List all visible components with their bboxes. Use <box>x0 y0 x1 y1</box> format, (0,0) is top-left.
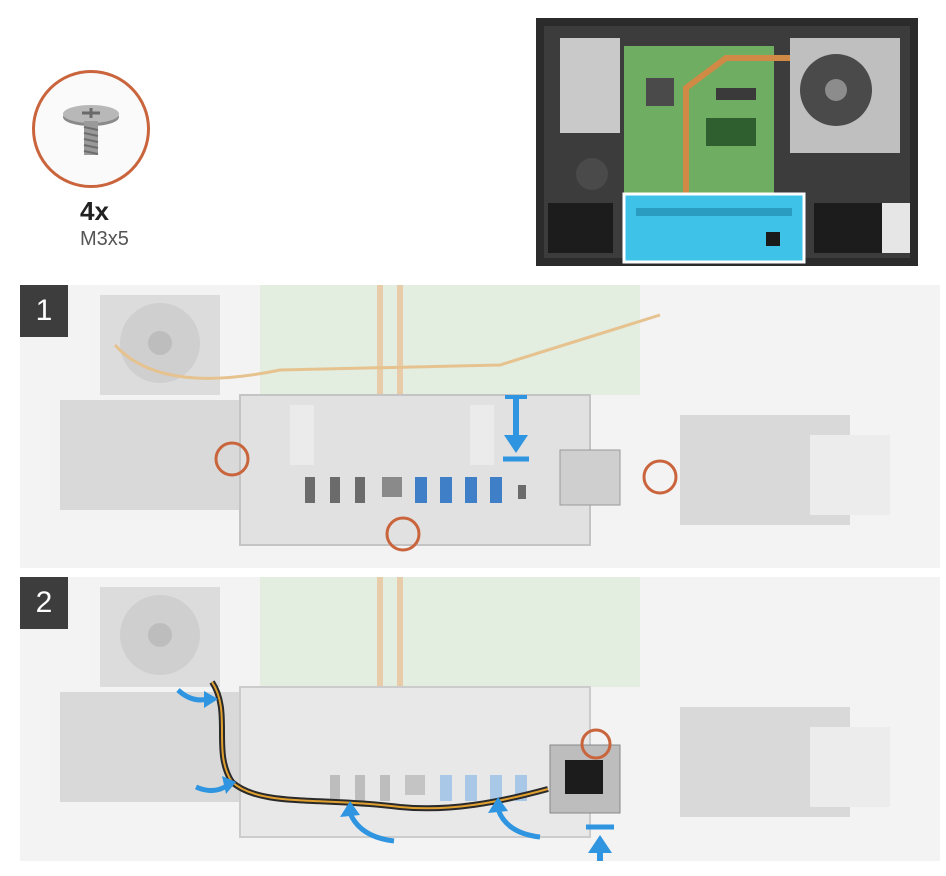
step-number-badge: 2 <box>20 577 68 629</box>
step-2-panel: 2 <box>20 577 940 861</box>
motherboard <box>260 577 640 687</box>
arrow-up-icon <box>586 824 614 861</box>
curved-arrow-icon <box>340 801 395 844</box>
screw-icon <box>63 105 119 155</box>
screw-location-circle <box>642 459 678 495</box>
screw-size: M3x5 <box>80 228 129 250</box>
step-number-badge: 1 <box>20 285 68 337</box>
power-port-icon <box>549 744 621 814</box>
screw-count: 4x <box>80 196 109 226</box>
curved-arrow-icon <box>194 776 236 794</box>
screw-location-circle <box>385 516 421 552</box>
screw-callout-circle <box>32 70 150 188</box>
curved-arrow-icon <box>488 797 541 840</box>
screw-location-circle <box>214 441 250 477</box>
screw-callout: 4x M3x5 <box>30 68 160 250</box>
io-bracket-highlight <box>622 192 806 264</box>
arrow-down-icon <box>503 395 529 462</box>
step-1-panel: 1 <box>20 285 940 568</box>
screw-location-circle <box>580 728 612 760</box>
overview-image <box>536 18 918 266</box>
curved-arrow-icon <box>176 688 218 708</box>
io-bracket <box>239 686 591 838</box>
